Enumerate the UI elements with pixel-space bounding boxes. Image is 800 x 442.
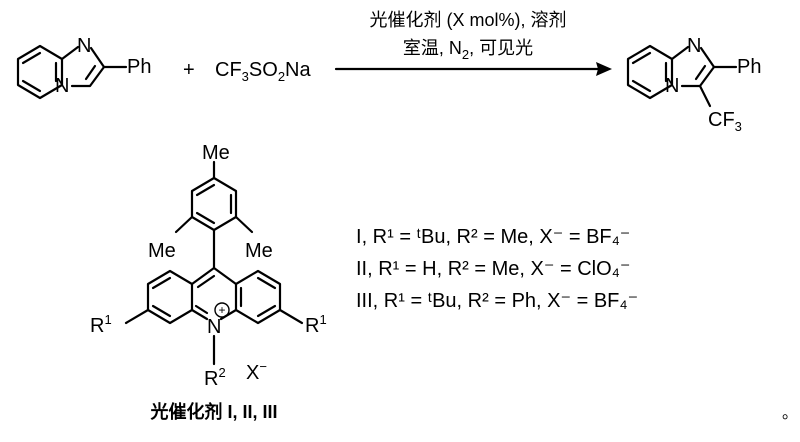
counterion-label: X− [246, 359, 267, 384]
conditions-line-1: 光催化剂 (X mol%), 溶剂 [369, 10, 566, 30]
legend-line-2: II, R¹ = H, R² = Me, X⁻ = ClO₄⁻ [356, 258, 630, 280]
reagent-na: Na [285, 59, 311, 81]
reagent-sub-2: 2 [278, 69, 285, 84]
acridinium-catalyst: Me Me Me N + R1 R1 R2 X− [90, 142, 327, 390]
phenyl-label: Ph [127, 56, 151, 78]
reagent-cf: CF [215, 59, 242, 81]
me-label: Me [202, 142, 230, 164]
plus-sign: + [183, 59, 195, 81]
reagent-label: CF3SO2Na [215, 59, 311, 84]
n-atom-label: N [55, 75, 69, 97]
cf3-label: CF3 [708, 109, 742, 134]
me-label: Me [148, 240, 176, 262]
r1-label-left: R1 [90, 312, 112, 337]
positive-charge-icon [214, 302, 230, 318]
legend-line-1: I, R¹ = ᵗBu, R² = Me, X⁻ = BF₄⁻ [356, 226, 630, 248]
me-label: Me [245, 240, 273, 262]
phenyl-label: Ph [737, 56, 761, 78]
catalyst-legend: I, R¹ = ᵗBu, R² = Me, X⁻ = BF₄⁻ II, R¹ =… [356, 226, 638, 312]
product: N N Ph CF3 [626, 35, 761, 134]
starting-material: N N Ph [16, 35, 151, 100]
conditions-line-2: 室温, N2, 可见光 [403, 38, 533, 62]
n-atom-label: N [665, 75, 679, 97]
catalyst-caption: 光催化剂 I, II, III [149, 401, 277, 422]
reagent-so: SO [249, 59, 278, 81]
trailing-period: 。 [782, 405, 798, 422]
r1-label-right: R1 [305, 312, 327, 337]
reagent-sub-3: 3 [242, 69, 249, 84]
n-atom-label: N [687, 35, 701, 57]
reaction-arrow [334, 62, 612, 76]
n-atom-label: N [207, 316, 221, 338]
n-atom-label: N [77, 35, 91, 57]
legend-line-3: III, R¹ = ᵗBu, R² = Ph, X⁻ = BF₄⁻ [356, 290, 638, 312]
r2-label: R2 [204, 365, 226, 390]
charge-plus: + [218, 303, 225, 317]
